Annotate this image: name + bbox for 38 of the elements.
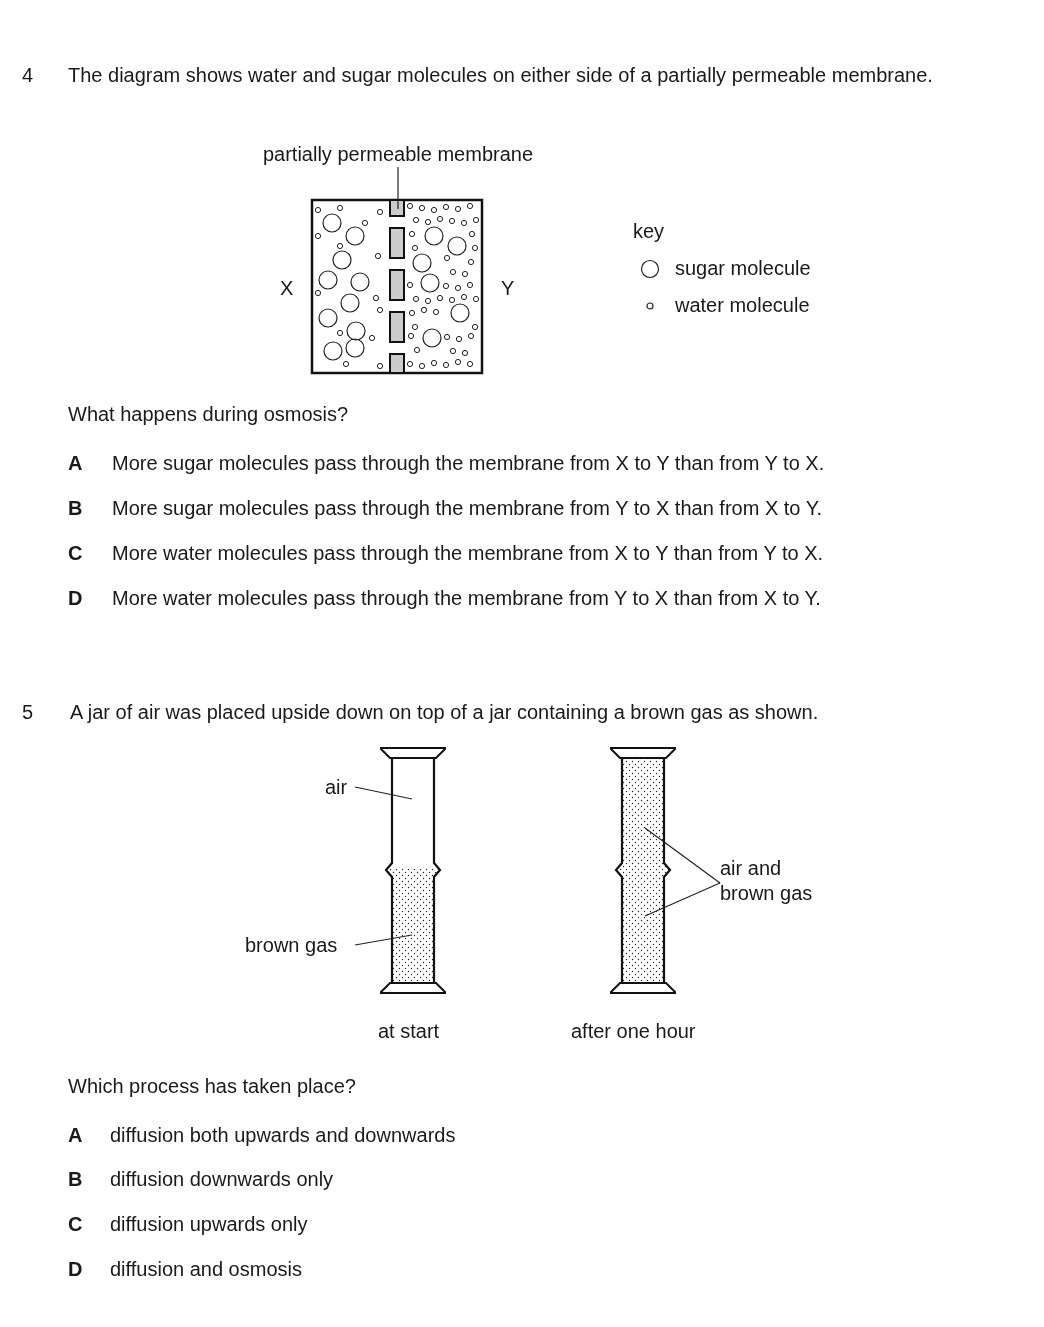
callout-label: partially permeable membrane: [261, 142, 535, 167]
option-text: diffusion both upwards and downwards: [110, 1123, 456, 1148]
callout-label: air and brown gas: [720, 856, 814, 906]
option-text: diffusion downwards only: [110, 1167, 334, 1192]
option-letter: D: [68, 1257, 83, 1282]
side-label: Y: [501, 276, 515, 301]
option-letter: A: [68, 451, 83, 476]
option-text: More sugar molecules pass through the membrane from Y to X than from X to Y.: [112, 496, 822, 521]
option-letter: C: [68, 1212, 83, 1237]
leader-line: [354, 786, 413, 800]
callout-label: air: [325, 775, 349, 800]
callout-label: brown gas: [245, 933, 339, 958]
question-number: 4: [22, 63, 34, 88]
option-letter: C: [68, 541, 83, 566]
question-text: What happens during osmosis?: [68, 402, 349, 427]
option-letter: B: [68, 496, 83, 521]
question-text: A jar of air was placed upside down on top of a jar containing a brown gas as shown.: [70, 700, 819, 725]
option-text: More water molecules pass through the membrane from Y to X than from X to Y.: [112, 586, 821, 611]
option-letter: D: [68, 586, 83, 611]
side-label: X: [280, 276, 294, 301]
question-number: 5: [22, 700, 34, 725]
key-heading: key: [633, 219, 665, 244]
leader-line: [644, 882, 721, 917]
leader-line: [354, 934, 413, 946]
option-letter: B: [68, 1167, 83, 1192]
option-text: More sugar molecules pass through the membrane from X to Y than from Y to X.: [112, 451, 825, 476]
option-text: diffusion upwards only: [110, 1212, 308, 1237]
caption-text: at start: [378, 1019, 440, 1044]
legend-text: water molecule: [675, 293, 810, 318]
option-text: More water molecules pass through the membrane from X to Y than from Y to X.: [112, 541, 824, 566]
leader-line: [397, 166, 399, 210]
question-text: Which process has taken place?: [68, 1074, 356, 1099]
leader-line: [644, 827, 721, 884]
question-text: The diagram shows water and sugar molecules on either side of a partially permeable membrane.: [68, 63, 934, 88]
legend-text: sugar molecule: [675, 256, 811, 281]
caption-text: after one hour: [571, 1019, 696, 1044]
option-letter: A: [68, 1123, 83, 1148]
option-text: diffusion and osmosis: [110, 1257, 302, 1282]
